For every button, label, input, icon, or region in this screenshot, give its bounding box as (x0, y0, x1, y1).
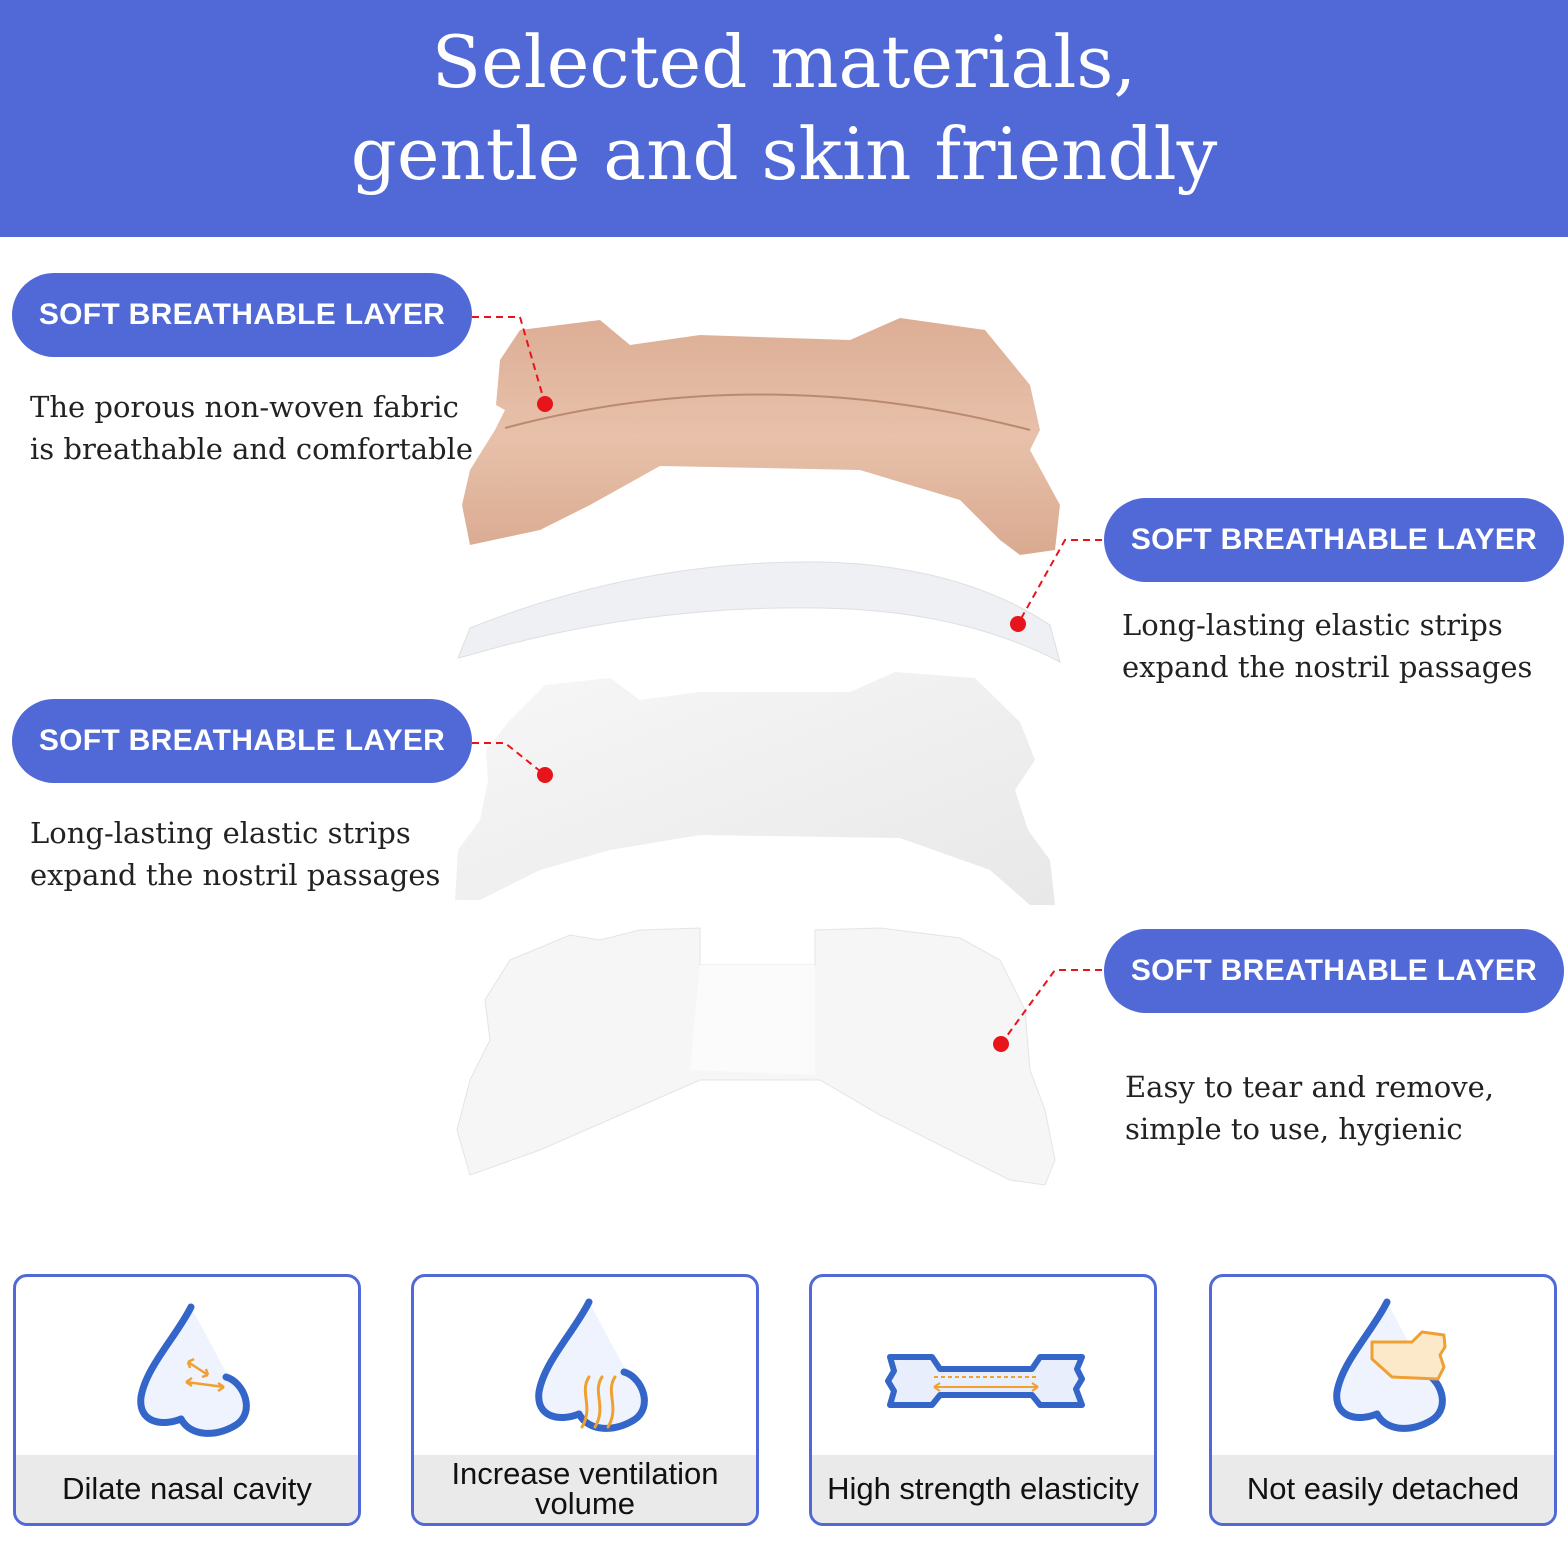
callout3-label: SOFT BREATHABLE LAYER (38, 724, 446, 757)
callout1-pill: SOFT BREATHABLE LAYER (12, 273, 472, 357)
release-liner-layer (456, 927, 1056, 1186)
top-fabric-layer (462, 318, 1060, 555)
callout2-leader (1017, 539, 1102, 625)
nose-airflow-icon (414, 1287, 756, 1467)
callout4-pill: SOFT BREATHABLE LAYER (1104, 929, 1564, 1013)
feature-label-detached: Not easily detached (1212, 1455, 1554, 1523)
feature-card-ventilation: Increase ventilation volume (411, 1274, 759, 1526)
callout3-description: Long-lasting elastic strips expand the n… (30, 812, 440, 896)
middle-nonwoven-layer (455, 672, 1055, 905)
callout4-desc-line2: simple to use, hygienic (1125, 1112, 1463, 1146)
callout1-label: SOFT BREATHABLE LAYER (38, 298, 446, 331)
callout3-leader (472, 742, 546, 776)
callout2-marker (1010, 616, 1026, 632)
callout2-desc-line2: expand the nostril passages (1122, 650, 1533, 684)
feature-card-elasticity: High strength elasticity (809, 1274, 1157, 1526)
callout1-leader (472, 316, 546, 405)
callout4-label: SOFT BREATHABLE LAYER (1130, 954, 1538, 987)
callout3-marker (537, 767, 553, 783)
feature-label-dilate: Dilate nasal cavity (16, 1455, 358, 1523)
nose-strip-icon (1212, 1287, 1554, 1467)
callout2-label: SOFT BREATHABLE LAYER (1130, 523, 1538, 556)
elastic-strip-layer (457, 561, 1061, 663)
callout3-pill: SOFT BREATHABLE LAYER (12, 699, 472, 783)
header-title-line2: gentle and skin friendly (350, 112, 1218, 196)
callout1-marker (537, 396, 553, 412)
callout3-desc-line1: Long-lasting elastic strips (30, 816, 411, 850)
feature-label-elasticity: High strength elasticity (812, 1455, 1154, 1523)
callout4-marker (993, 1036, 1009, 1052)
feature-card-dilate: Dilate nasal cavity (13, 1274, 361, 1526)
header-banner: Selected materials, gentle and skin frie… (0, 0, 1568, 237)
feature-label-ventilation: Increase ventilation volume (414, 1455, 756, 1523)
nose-dilate-icon (16, 1287, 358, 1467)
callout1-description: The porous non-woven fabric is breathabl… (30, 386, 473, 470)
callout4-description: Easy to tear and remove, simple to use, … (1125, 1066, 1494, 1150)
callout1-desc-line2: is breathable and comfortable (30, 432, 474, 466)
callout4-desc-line1: Easy to tear and remove, (1125, 1070, 1494, 1104)
callout3-desc-line2: expand the nostril passages (30, 858, 441, 892)
header-title-line1: Selected materials, (431, 20, 1137, 104)
callout4-leader (1000, 969, 1102, 1045)
callout2-desc-line1: Long-lasting elastic strips (1122, 608, 1503, 642)
callout2-pill: SOFT BREATHABLE LAYER (1104, 498, 1564, 582)
callout1-desc-line1: The porous non-woven fabric (30, 390, 459, 424)
strip-elasticity-icon (812, 1287, 1154, 1467)
callout2-description: Long-lasting elastic strips expand the n… (1122, 604, 1532, 688)
feature-card-detached: Not easily detached (1209, 1274, 1557, 1526)
